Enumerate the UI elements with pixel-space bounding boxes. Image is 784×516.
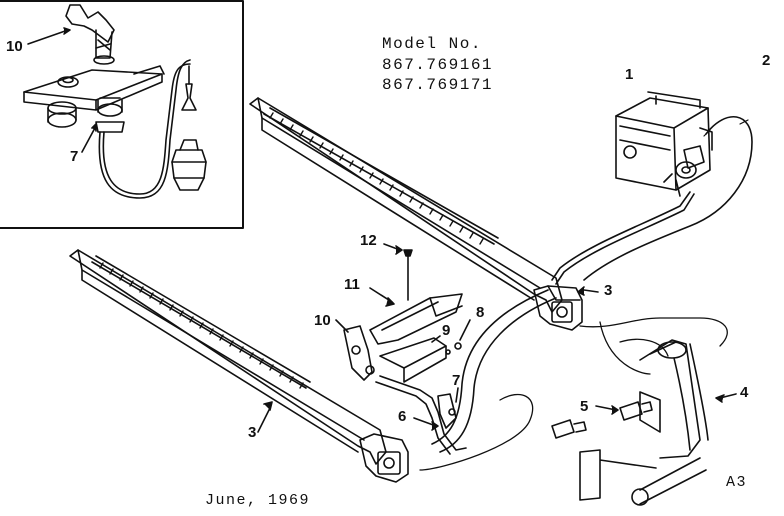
upper-burner [249, 97, 599, 331]
service-outline [419, 317, 728, 471]
footer-code: A3 [726, 474, 748, 491]
pilot-bracket [23, 69, 163, 101]
pilot-tube-center [379, 375, 467, 451]
callout-3-lower: 3 [248, 424, 257, 441]
model-number-2: 867.769171 [382, 76, 494, 94]
model-number-1: 867.769161 [382, 56, 494, 74]
thermocouple-tube [583, 116, 753, 281]
model-label: Model No. [382, 35, 482, 53]
callout-1: 1 [625, 66, 634, 83]
callout-5: 5 [580, 398, 589, 415]
pilot-supply-tube [551, 191, 691, 281]
pilot-fitting [47, 112, 77, 128]
callout-2: 2 [762, 52, 771, 69]
thermocouple-tip [181, 83, 197, 111]
inset-callout-7: 7 [70, 148, 79, 165]
lower-burner-ports [99, 262, 304, 389]
lower-burner [69, 249, 409, 483]
orifice-fittings [551, 401, 653, 439]
callout-11: 11 [344, 276, 360, 293]
callout-4: 4 [740, 384, 749, 401]
callout-8: 8 [476, 304, 485, 321]
footer-date: June, 1969 [205, 492, 311, 509]
thermocouple-nut [97, 103, 123, 117]
thermocouple-connector [171, 149, 207, 191]
inset-callout-10: 10 [6, 38, 23, 55]
thermocouple-center [437, 393, 457, 429]
pilot-tube [98, 59, 191, 199]
gas-control-valve [615, 91, 713, 197]
callout-7: 7 [452, 372, 461, 389]
pilot-burner [343, 325, 373, 381]
gas-manifold-pipe [431, 289, 549, 445]
callout-10: 10 [314, 312, 331, 329]
pilot-hood [65, 4, 115, 43]
center-pilot-assembly [335, 243, 471, 455]
callout-12: 12 [360, 232, 377, 249]
inset-pilot-assembly [0, 0, 244, 229]
callout-3-upper: 3 [604, 282, 613, 299]
callout-9: 9 [442, 322, 451, 339]
callout-6: 6 [398, 408, 407, 425]
upper-burner-ports [269, 112, 484, 245]
burner-support-frame [579, 339, 737, 506]
